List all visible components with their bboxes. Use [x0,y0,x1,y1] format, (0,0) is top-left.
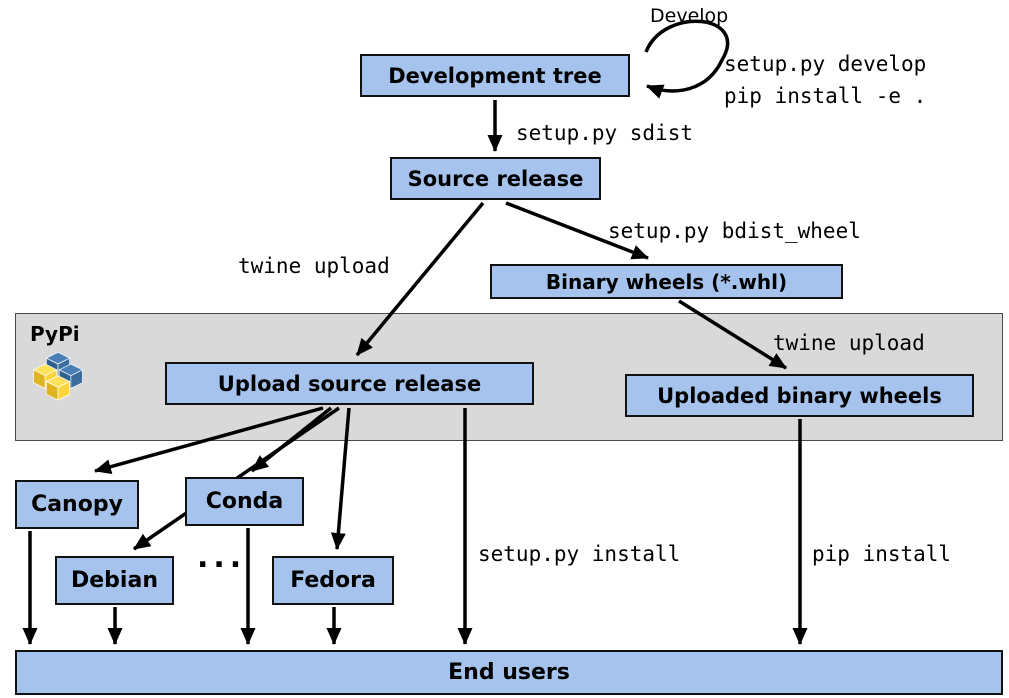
node-uploaded-binary-wheels: Uploaded binary wheels [625,374,974,417]
node-binary-wheels: Binary wheels (*.whl) [490,264,843,299]
label-twine-upload-wheels: twine upload [773,331,925,355]
node-canopy: Canopy [15,480,139,529]
node-upload-source-release: Upload source release [165,362,534,405]
node-source-release: Source release [390,157,601,200]
label-twine-upload-source: twine upload [238,254,390,278]
label-more-distros-ellipsis: ... [197,540,247,575]
label-develop: Develop [650,5,729,27]
label-pip-install: pip install [812,542,952,566]
node-debian: Debian [55,556,174,605]
label-setup-py-install: setup.py install [478,542,681,566]
label-setup-py-develop: setup.py develop [724,52,927,76]
pypi-label: PyPi [30,322,80,346]
pypi-logo-icon [32,352,84,401]
label-setup-py-sdist: setup.py sdist [516,121,694,145]
node-end-users: End users [15,650,1003,695]
arrow-develop-self-loop [644,19,730,99]
label-pip-install-editable: pip install -e . [724,84,927,108]
label-setup-py-bdist-wheel: setup.py bdist_wheel [608,219,861,243]
node-conda: Conda [185,477,304,526]
node-fedora: Fedora [272,556,394,605]
node-development-tree: Development tree [360,54,630,97]
